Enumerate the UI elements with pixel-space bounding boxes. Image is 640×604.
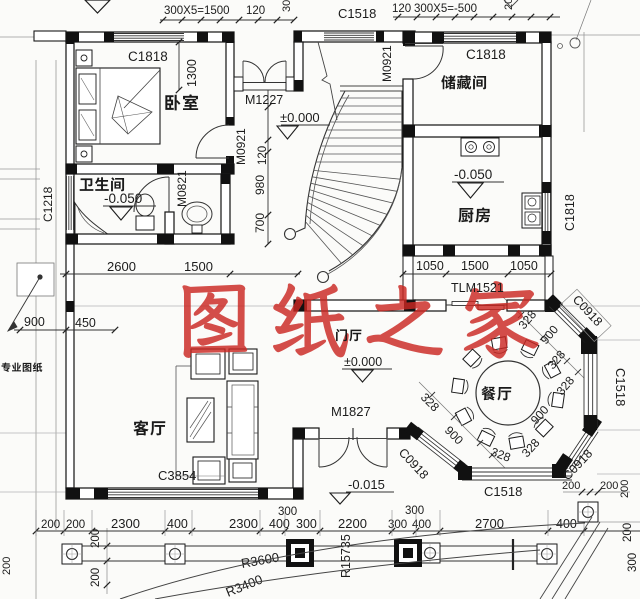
- svg-text:200: 200: [90, 568, 102, 587]
- svg-text:200: 200: [66, 519, 85, 531]
- svg-text:200: 200: [90, 529, 102, 548]
- svg-text:300: 300: [296, 517, 317, 531]
- svg-text:C3854: C3854: [158, 468, 196, 483]
- svg-text:2200: 2200: [338, 516, 367, 531]
- svg-text:C1818: C1818: [563, 194, 577, 231]
- svg-text:2600: 2600: [107, 259, 136, 274]
- svg-text:200: 200: [562, 480, 580, 492]
- svg-text:200: 200: [619, 480, 631, 498]
- svg-text:900: 900: [24, 315, 45, 329]
- svg-text:-0.050: -0.050: [104, 191, 142, 206]
- svg-text:±0.000: ±0.000: [280, 110, 320, 125]
- svg-text:200: 200: [41, 519, 60, 531]
- svg-text:C1218: C1218: [41, 186, 55, 222]
- svg-text:R3600: R3600: [240, 550, 280, 571]
- svg-text:450: 450: [75, 316, 96, 330]
- svg-text:300X5=1500: 300X5=1500: [164, 5, 230, 17]
- svg-text:328: 328: [489, 445, 513, 465]
- svg-text:2700: 2700: [475, 516, 504, 531]
- svg-text:±0.000: ±0.000: [344, 355, 382, 369]
- svg-text:200: 200: [600, 480, 618, 492]
- svg-text:120: 120: [246, 5, 265, 17]
- svg-text:120: 120: [257, 146, 269, 165]
- svg-text:700: 700: [253, 213, 267, 233]
- svg-text:C1518: C1518: [484, 484, 522, 499]
- svg-text:400: 400: [412, 519, 431, 531]
- svg-text:400: 400: [269, 517, 290, 531]
- svg-text:1050: 1050: [416, 259, 444, 273]
- svg-text:M0921: M0921: [234, 128, 248, 165]
- svg-text:M0921: M0921: [380, 45, 394, 82]
- svg-text:TLM1521: TLM1521: [451, 281, 504, 295]
- svg-text:980: 980: [253, 175, 267, 195]
- svg-text:2300: 2300: [111, 516, 140, 531]
- svg-text:300: 300: [388, 519, 407, 531]
- svg-text:M1227: M1227: [245, 93, 283, 107]
- svg-text:C1518: C1518: [613, 368, 628, 406]
- svg-text:-0.050: -0.050: [454, 167, 492, 182]
- svg-text:200: 200: [622, 523, 634, 542]
- svg-text:1500: 1500: [184, 259, 213, 274]
- svg-text:1300: 1300: [185, 59, 199, 87]
- svg-text:M1827: M1827: [331, 404, 371, 419]
- svg-text:300: 300: [405, 505, 424, 517]
- svg-text:300: 300: [627, 553, 639, 572]
- svg-text:C1518: C1518: [338, 6, 376, 21]
- svg-text:2300: 2300: [229, 516, 258, 531]
- svg-text:400: 400: [167, 517, 188, 531]
- svg-text:1050: 1050: [510, 259, 538, 273]
- svg-text:120: 120: [392, 3, 411, 15]
- svg-text:M0821: M0821: [175, 170, 189, 207]
- svg-text:300: 300: [281, 0, 293, 12]
- svg-text:200: 200: [1, 557, 13, 575]
- svg-text:300: 300: [278, 506, 297, 518]
- svg-text:-0.015: -0.015: [348, 477, 385, 492]
- svg-text:C1818: C1818: [466, 47, 506, 62]
- svg-text:R15735: R15735: [339, 534, 353, 578]
- svg-text:1500: 1500: [461, 259, 489, 273]
- svg-text:C1818: C1818: [128, 49, 168, 64]
- svg-text:300X5=-500: 300X5=-500: [414, 3, 477, 15]
